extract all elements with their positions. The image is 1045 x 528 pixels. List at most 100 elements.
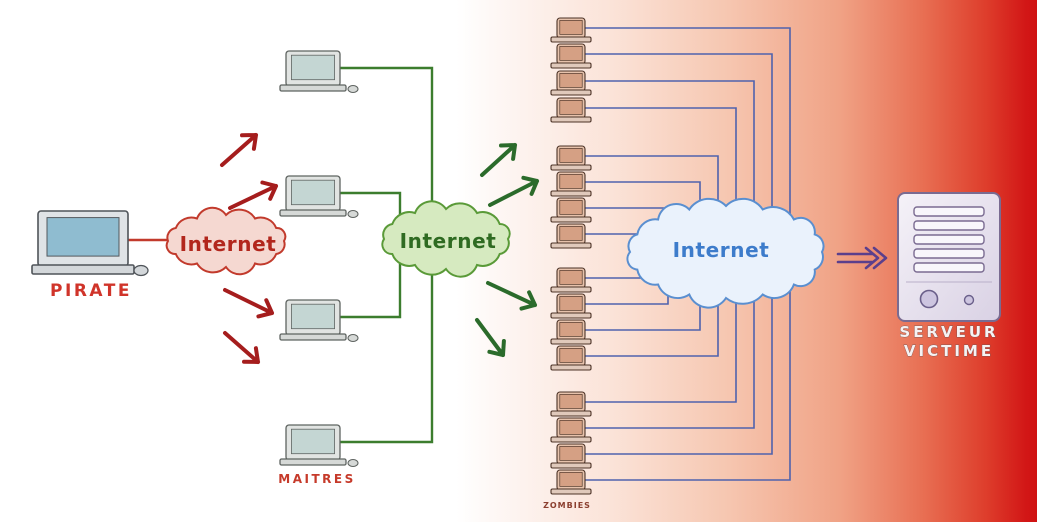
zombie-computer-icon (550, 145, 592, 171)
server-drive-bay (913, 262, 985, 273)
arrow-head (864, 246, 888, 270)
arrow-shaft (836, 252, 874, 264)
keyboard (31, 264, 135, 275)
keyboard (279, 209, 347, 217)
master-computer-icon (279, 175, 359, 219)
mouse (347, 458, 359, 468)
screen (559, 200, 583, 215)
screen (559, 226, 583, 241)
keyboard (550, 242, 592, 249)
zombie-computer-icon (550, 293, 592, 319)
master-command-arrow-icon (486, 281, 537, 311)
server-drive-bay (913, 206, 985, 217)
internet-label: Internet (400, 229, 497, 253)
server-status-light (963, 294, 975, 306)
mouse (347, 209, 359, 219)
keyboard (550, 436, 592, 443)
zombie-computer-icon (550, 417, 592, 443)
zombie-connector (584, 80, 755, 252)
keyboard (550, 62, 592, 69)
pirate-label: PIRATE (50, 281, 132, 301)
screen (559, 472, 583, 487)
screen (46, 217, 120, 257)
zombie-connector (584, 27, 791, 252)
internet-cloud-zombies-icon: Internet (626, 197, 825, 309)
zombie-computer-icon (550, 171, 592, 197)
screen (559, 20, 583, 35)
victim-server-icon (897, 192, 1001, 322)
mouse (347, 333, 359, 343)
zombie-computer-icon (550, 70, 592, 96)
cloud-shape (626, 197, 825, 309)
zombie-connector (584, 252, 773, 455)
internet-cloud-pirate-icon: Internet (165, 206, 287, 276)
screen (559, 348, 583, 363)
propagation-arrows (220, 133, 539, 364)
keyboard (550, 462, 592, 469)
zombie-computer-icon (550, 443, 592, 469)
keyboard (550, 312, 592, 319)
screen (291, 179, 335, 206)
pirate-command-arrow-icon (220, 133, 258, 167)
screen (291, 54, 335, 81)
zombie-connector (584, 53, 773, 252)
keyboard (550, 36, 592, 43)
keyboard (279, 458, 347, 466)
mouse (133, 264, 149, 277)
zombie-connector (584, 252, 791, 481)
server-power-button (919, 289, 939, 309)
keyboard (550, 286, 592, 293)
victim-label-line-2: VICTIME (904, 342, 994, 360)
keyboard (550, 190, 592, 197)
server-drive-bay (913, 234, 985, 245)
zombie-computer-icon (550, 197, 592, 223)
master-command-arrow-icon (488, 175, 539, 207)
screen (559, 148, 583, 163)
keyboard (550, 89, 592, 96)
keyboard (550, 216, 592, 223)
zombie-computer-icon (550, 345, 592, 371)
zombie-computer-icon (550, 391, 592, 417)
master-command-arrow-icon (480, 143, 517, 177)
internet-label: Internet (673, 238, 770, 262)
zombie-computer-icon (550, 469, 592, 495)
zombie-computer-icon (550, 43, 592, 69)
pirate-computer-icon (31, 210, 149, 277)
screen (559, 46, 583, 61)
zombie-computer-icon (550, 17, 592, 43)
cloud-shape (165, 206, 287, 276)
pirate-command-arrow-icon (223, 331, 260, 364)
pirate-command-arrow-icon (228, 180, 278, 210)
server-drive-bay (913, 248, 985, 259)
cloud-shape (381, 200, 511, 278)
computers (31, 17, 592, 495)
master-command-arrow-icon (475, 318, 506, 357)
internet-label: Internet (180, 232, 277, 256)
keyboard (550, 410, 592, 417)
screen (559, 174, 583, 189)
zombie-computer-icon (550, 223, 592, 249)
zombie-connector (584, 252, 755, 429)
screen (291, 303, 335, 330)
screen (559, 420, 583, 435)
keyboard (279, 333, 347, 341)
keyboard (550, 488, 592, 495)
screen (559, 270, 583, 285)
screen (559, 394, 583, 409)
screen (559, 322, 583, 337)
screen (559, 296, 583, 311)
master-connector (340, 240, 402, 319)
master-computer-icon (279, 299, 359, 343)
screen (559, 446, 583, 461)
screen (559, 73, 583, 88)
keyboard (550, 364, 592, 371)
mouse (347, 84, 359, 94)
server-drive-bay (913, 220, 985, 231)
keyboard (550, 164, 592, 171)
attack-flow-arrow-icon (836, 246, 888, 270)
master-computer-icon (279, 424, 359, 468)
master-computer-icon (279, 50, 359, 94)
keyboard (279, 84, 347, 92)
